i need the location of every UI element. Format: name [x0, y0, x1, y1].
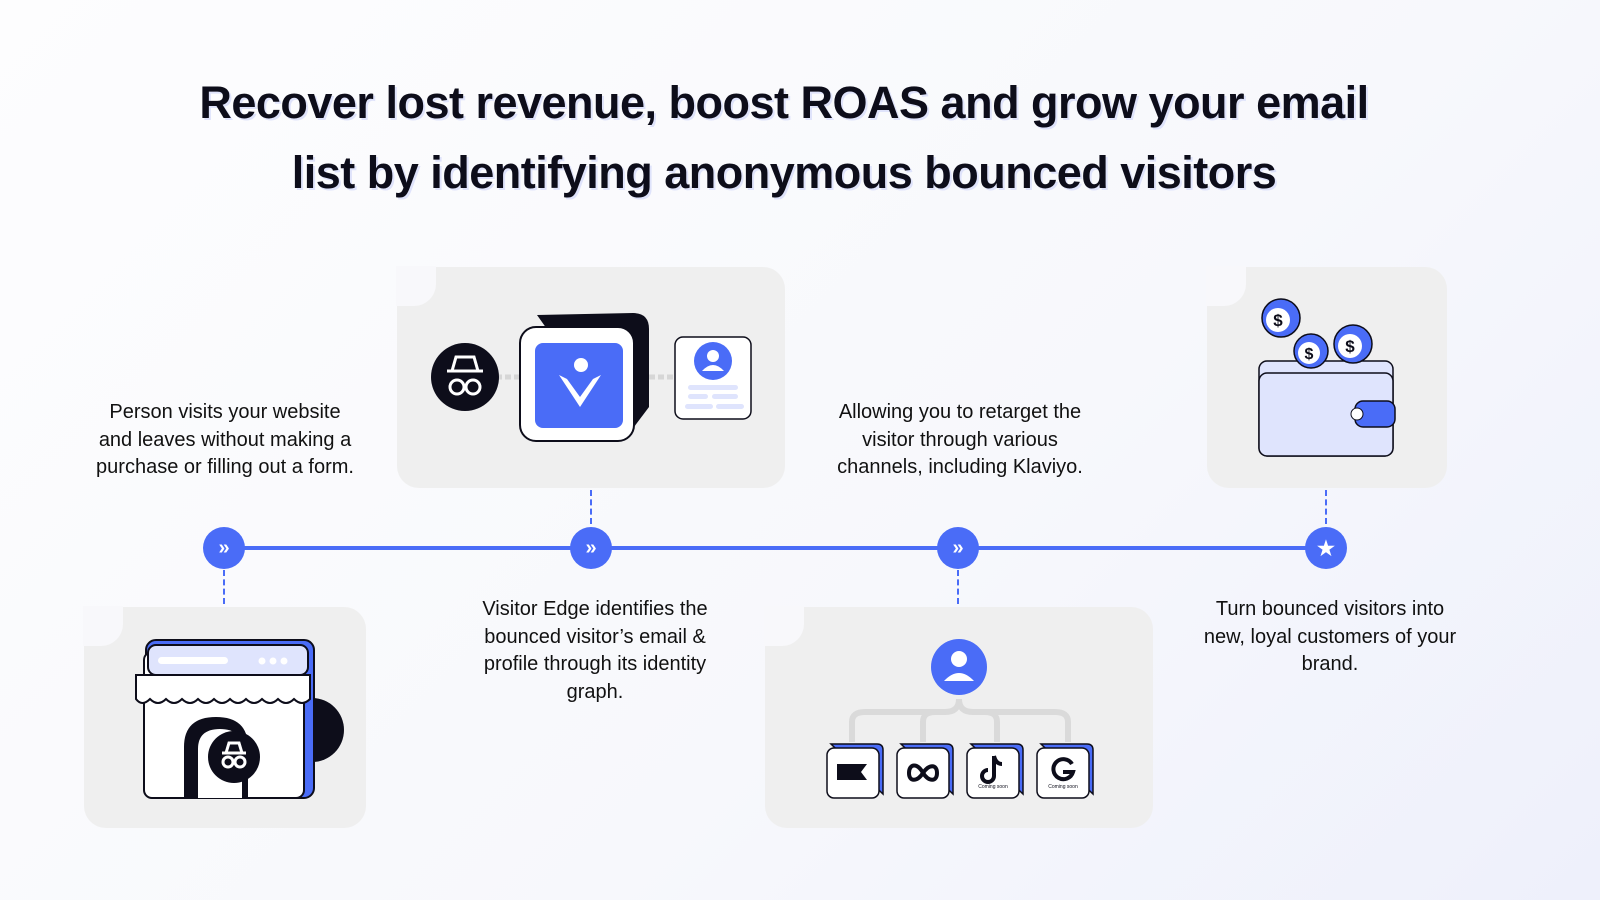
connector — [590, 490, 592, 524]
wallet-illustration: $ $ $ — [1258, 298, 1396, 457]
identity-illustration — [431, 313, 752, 442]
page-title: Recover lost revenue, boost ROAS and gro… — [199, 77, 1369, 198]
connector — [223, 570, 225, 604]
channel-tiktok: Coming soon — [965, 740, 1025, 805]
wallet-card: $ $ $ — [1206, 266, 1447, 488]
step-3-text: Allowing you to retarget the visitor thr… — [837, 401, 1083, 478]
coming-soon-label: Coming soon — [978, 784, 1008, 790]
storefront-card — [83, 606, 366, 828]
svg-text:$: $ — [1345, 337, 1355, 356]
channel-list: Coming soon Coming soon — [825, 740, 1105, 800]
channel-google: Coming soon — [1035, 740, 1095, 805]
svg-text:$: $ — [1273, 311, 1283, 330]
channel-meta — [895, 740, 955, 805]
svg-text:$: $ — [1305, 346, 1314, 363]
step-1-text: Person visits your website and leaves wi… — [96, 401, 354, 478]
chevrons-right-icon: » — [203, 527, 245, 569]
channels-card: Coming soon Coming soon — [764, 606, 1153, 828]
step-2-text: Visitor Edge identifies the bounced visi… — [482, 598, 708, 703]
identity-card — [396, 266, 785, 488]
connector — [957, 570, 959, 604]
star-icon: ★ — [1305, 527, 1347, 569]
step-4-text: Turn bounced visitors into new, loyal cu… — [1203, 598, 1457, 675]
timeline-line — [224, 546, 1326, 550]
channel-klaviyo — [825, 740, 885, 805]
connector — [1325, 490, 1327, 524]
channels-illustration — [849, 639, 1071, 742]
chevrons-right-icon: » — [570, 527, 612, 569]
storefront-illustration — [135, 639, 344, 799]
coming-soon-label: Coming soon — [1048, 784, 1078, 790]
chevrons-right-icon: » — [937, 527, 979, 569]
